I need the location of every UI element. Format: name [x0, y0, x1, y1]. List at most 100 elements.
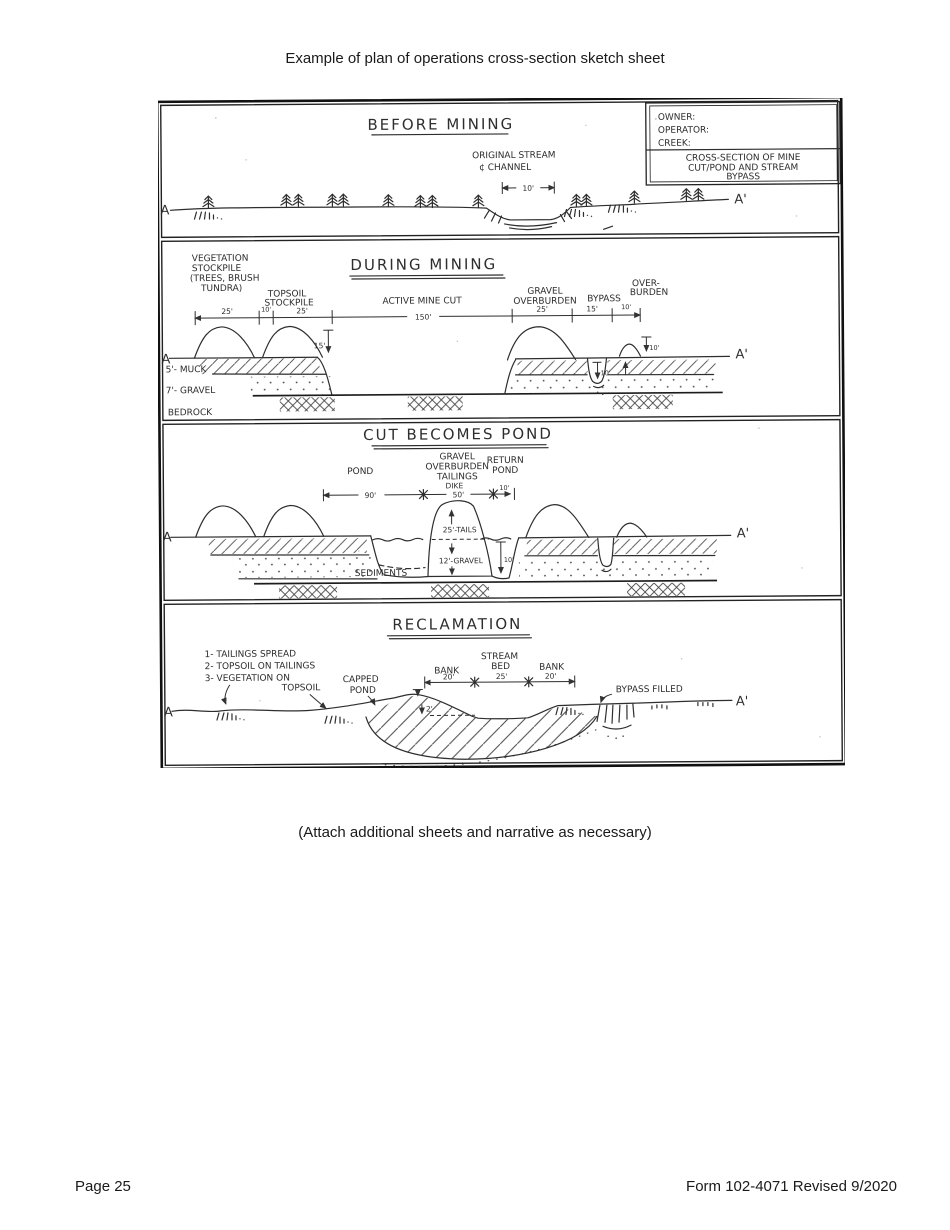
- svg-text:POND: POND: [492, 466, 518, 476]
- cross-section-sketch: BEFORE MINING OWNER: OPERATOR: CREEK: CR…: [155, 95, 848, 771]
- bedrock-label: BEDROCK: [168, 408, 213, 418]
- owner-label: OWNER:: [658, 113, 695, 123]
- panel-cut-becomes-pond-border: [162, 418, 842, 602]
- svg-text:CAPPED: CAPPED: [343, 675, 379, 685]
- title-underline: [371, 133, 509, 136]
- bedrock-line: [254, 579, 718, 585]
- overburden-label: OVER- BURDEN: [630, 279, 668, 298]
- dim-20a: 20': [443, 672, 455, 681]
- svg-text:GRAVEL: GRAVEL: [439, 452, 474, 462]
- svg-text:OVERBURDEN: OVERBURDEN: [426, 462, 489, 472]
- buried-pond: [365, 694, 603, 767]
- dim-15: 15': [586, 304, 598, 313]
- stray-mark: [602, 225, 614, 230]
- tails-depth-value: 25'-TAILS: [443, 525, 477, 534]
- note-3b: TOPSOIL: [281, 683, 321, 693]
- section-start-A: A: [164, 705, 173, 720]
- note-2: 2- TOPSOIL ON TAILINGS: [205, 661, 316, 672]
- svg-text:RETURN: RETURN: [487, 456, 524, 466]
- bypass-filled: BYPASS FILLED: [596, 685, 683, 740]
- before-mining-title: BEFORE MINING: [367, 115, 514, 134]
- gravel-overburden-label: GRAVEL OVERBURDEN: [513, 287, 576, 307]
- dim-150: 150': [415, 312, 431, 321]
- svg-text:POND: POND: [350, 686, 376, 696]
- panel-during-mining: DURING MINING VEGETATION STOCKPILE (TREE…: [161, 254, 748, 419]
- attach-note: (Attach additional sheets and narrative …: [298, 824, 652, 841]
- stockpile-height-marker: 15': [314, 329, 334, 354]
- svg-text:VEGETATION: VEGETATION: [192, 254, 249, 264]
- topsoil-stockpile-label: TOPSOIL STOCKPILE: [264, 289, 314, 308]
- svg-text:TAILINGS: TAILINGS: [436, 472, 478, 482]
- bedrock-line: [252, 391, 723, 397]
- info-box-divider: [645, 148, 841, 151]
- bank-right-label: BANK: [539, 663, 565, 673]
- capped-pond-label: CAPPED POND: [343, 675, 379, 706]
- sketch-canvas: BEFORE MINING OWNER: OPERATOR: CREEK: CR…: [155, 95, 848, 771]
- dim-50: 50': [453, 490, 465, 499]
- pond-label: POND: [347, 467, 373, 477]
- dim-25a: 25': [221, 307, 233, 316]
- dim-10a: 10': [261, 306, 271, 314]
- panel-reclamation: RECLAMATION 1- TAILINGS SPREAD 2- TOPSOI…: [164, 615, 748, 767]
- right-ground-layers: [518, 504, 732, 579]
- section-start-A: A: [163, 530, 172, 545]
- sheet-subject-line1: CROSS-SECTION OF MINE: [686, 153, 801, 164]
- dim-10b: 10': [621, 303, 631, 311]
- gravel-layer-label: 7'- GRAVEL: [166, 386, 216, 396]
- gravel-overburden-mound: [506, 326, 577, 361]
- panel-during-mining-border: [160, 235, 841, 422]
- dim-90: 90': [365, 491, 377, 500]
- ground-profile: [169, 198, 729, 231]
- return-pond: 10': [480, 537, 520, 580]
- panel-before-mining-border: [159, 99, 840, 239]
- svg-text:OVER-: OVER-: [632, 279, 660, 289]
- svg-text:STOCKPILE: STOCKPILE: [264, 298, 314, 308]
- vegetation-stockpile-mound: [193, 326, 256, 359]
- page-number: Page 25: [75, 1178, 131, 1195]
- stream-width-dimension: 10': [501, 181, 556, 194]
- bypass-channel: [586, 357, 608, 384]
- muck-layer-label: 5'- MUCK: [166, 365, 208, 375]
- section-end-A-prime: A': [735, 347, 748, 362]
- bypass-label: BYPASS: [587, 294, 621, 304]
- bedrock-crosshatch: [279, 582, 686, 599]
- svg-text:(TREES, BRUSH: (TREES, BRUSH: [190, 274, 260, 284]
- stream-bed-label: BED: [491, 662, 510, 672]
- pond-water: SEDIMENTS: [355, 537, 429, 579]
- svg-text:TOPSOIL: TOPSOIL: [267, 289, 307, 299]
- pond-dimensions: 90' 50' 10': [322, 484, 515, 502]
- pond-depth-value: 10': [504, 556, 514, 564]
- vegetation-stockpile-label: VEGETATION STOCKPILE (TREES, BRUSH TUNDR…: [190, 254, 260, 294]
- panel-before-mining: BEFORE MINING OWNER: OPERATOR: CREEK: CR…: [160, 100, 841, 231]
- section-start-A: A: [161, 352, 170, 367]
- section-end-A-prime: A': [737, 526, 750, 541]
- bank-stream-labels: BANK STREAM BED BANK: [434, 652, 565, 677]
- reclamation-dimensions: 20' 25' 20': [423, 672, 576, 689]
- original-stream-label-line1: ORIGINAL STREAM: [472, 151, 556, 162]
- reclamation-notes: 1- TAILINGS SPREAD 2- TOPSOIL ON TAILING…: [205, 649, 327, 709]
- right-ground-layers: [504, 326, 731, 396]
- gravel-core-value: 12'-GRAVEL: [439, 556, 484, 565]
- sediments-label: SEDIMENTS: [355, 569, 408, 579]
- svg-text:GRAVEL: GRAVEL: [527, 287, 562, 297]
- overburden-height-value: 10': [649, 344, 659, 352]
- vegetation-trees: [202, 187, 705, 209]
- sketch-outer-frame: [155, 95, 848, 771]
- dim-25c: 25': [536, 305, 548, 314]
- return-pond-label: RETURN POND: [487, 456, 524, 476]
- svg-text:TUNDRA): TUNDRA): [200, 284, 242, 294]
- overburden-mound: [618, 343, 642, 357]
- sheet-subject-line2: CUT/POND AND STREAM: [688, 163, 798, 174]
- during-mining-dimensions: 25' 10' 25' 150' 25' 15' 10': [194, 303, 642, 326]
- cap-depth-marker: 2': [412, 689, 475, 717]
- sheet-subject-line3: BYPASS: [726, 172, 760, 182]
- dim-25b: 25': [296, 306, 308, 315]
- operator-label: OPERATOR:: [658, 126, 709, 136]
- page-title: Example of plan of operations cross-sect…: [285, 50, 665, 67]
- reclamation-title: RECLAMATION: [392, 615, 522, 634]
- bedrock-crosshatch: [279, 394, 673, 412]
- stream-width-value: 10': [522, 184, 534, 193]
- panel-reclamation-border: [163, 598, 844, 767]
- stream-label: STREAM: [481, 652, 518, 662]
